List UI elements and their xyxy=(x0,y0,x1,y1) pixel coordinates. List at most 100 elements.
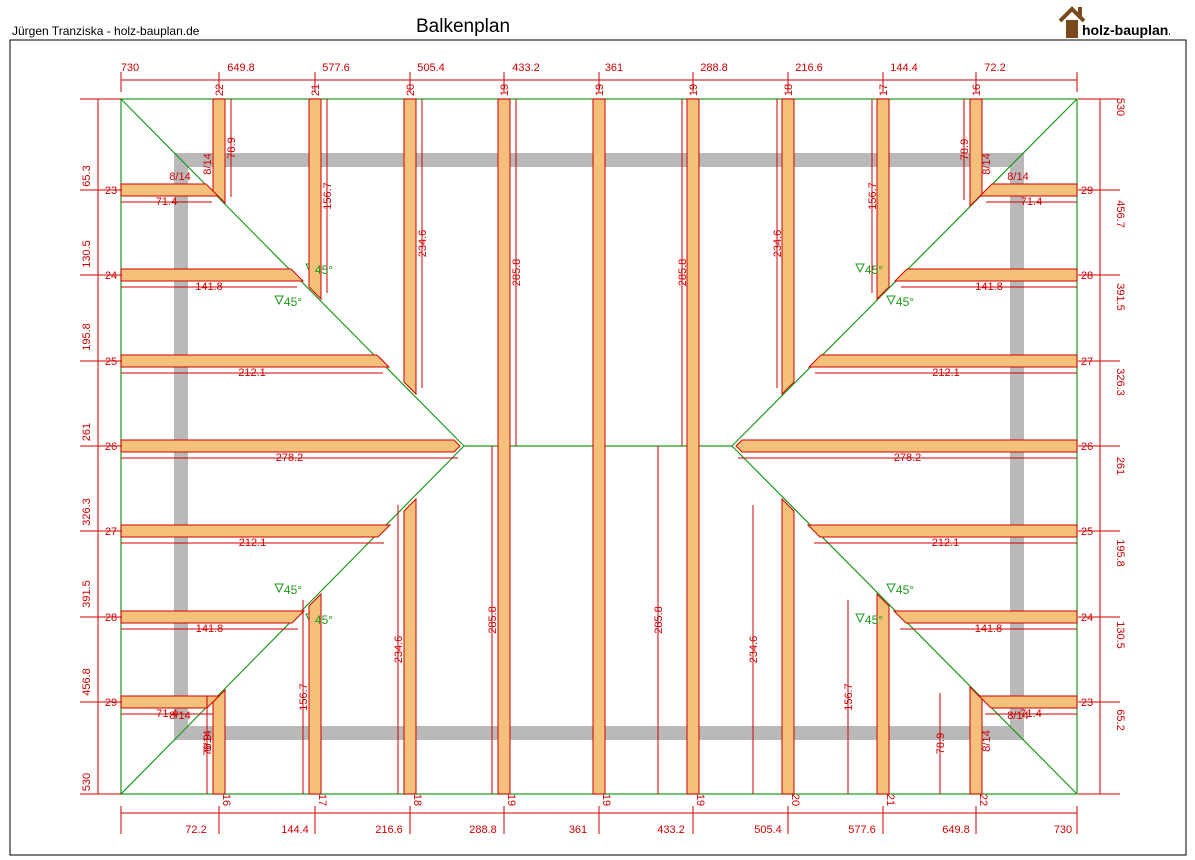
top-dimension-label: 577.6 xyxy=(322,62,350,74)
top-dimension-label: 288.8 xyxy=(700,62,728,74)
jack-rafter-right xyxy=(977,695,1078,709)
rafter-length-label: 141.8 xyxy=(195,281,223,293)
rafter-number: 25 xyxy=(105,356,117,368)
rafter-number: 29 xyxy=(1081,185,1093,197)
logo: holz-bauplan.de xyxy=(1058,6,1170,38)
angle-label: 45° xyxy=(315,613,333,627)
angle-label: 45° xyxy=(284,583,302,597)
jack-rafter-top xyxy=(876,98,890,301)
jack-rafter-top xyxy=(403,98,417,396)
rafter-length-label: 156.7 xyxy=(322,182,334,210)
left-dimension-label: 456.8 xyxy=(81,668,93,696)
rafter-number: 27 xyxy=(105,526,117,538)
bottom-dimension-label: 433.2 xyxy=(657,824,685,836)
rafter-number: 16 xyxy=(971,84,983,96)
rafter-length-label: 78.9 xyxy=(935,733,947,754)
left-dimension-label: 65.3 xyxy=(81,165,93,186)
bottom-dimension-label: 505.4 xyxy=(754,824,782,836)
rafter-number: 19 xyxy=(694,794,706,806)
rafter-length-label: 285.8 xyxy=(653,606,665,634)
rafter-number: 20 xyxy=(789,794,801,806)
page-title: Balkenplan xyxy=(416,16,511,37)
rafter-length-label: 78.9 xyxy=(226,137,238,158)
common-rafter xyxy=(497,98,511,795)
angle-marker xyxy=(886,583,896,594)
rafter-length-label: 212.1 xyxy=(932,537,960,549)
jack-rafter-top xyxy=(308,98,322,301)
jack-rafter-left xyxy=(120,268,305,282)
rafter-number: 25 xyxy=(1081,526,1093,538)
rafter-length-label: 71.4 xyxy=(1020,708,1041,720)
angle-label: 45° xyxy=(865,613,883,627)
right-dimension-label: 261 xyxy=(1114,457,1126,475)
section-label: 8/14 xyxy=(169,171,190,183)
left-dimension-label: 130.5 xyxy=(81,240,93,268)
jack-rafter-right xyxy=(978,183,1078,197)
angle-marker xyxy=(886,295,896,306)
rafter-length-label: 141.8 xyxy=(975,623,1003,635)
jack-rafter-left xyxy=(120,695,221,709)
top-dimension-label: 72.2 xyxy=(984,62,1005,74)
section-label: 8/14 xyxy=(981,730,993,751)
rafter-number: 28 xyxy=(105,612,117,624)
rafter-length-label: 141.8 xyxy=(975,281,1003,293)
bottom-dimension-label: 216.6 xyxy=(375,824,403,836)
bottom-dimension-label: 577.6 xyxy=(848,824,876,836)
rafter-length-label: 156.7 xyxy=(867,182,879,210)
bottom-dimension-label: 288.8 xyxy=(469,824,497,836)
rafter-length-label: 156.7 xyxy=(843,683,855,711)
common-rafter xyxy=(592,98,606,795)
jack-rafter-bottom xyxy=(212,688,226,795)
rafter-number: 26 xyxy=(105,441,117,453)
jack-rafter-right xyxy=(807,354,1078,368)
author-credit: Jürgen Tranziska - holz-bauplan.de xyxy=(12,24,200,38)
left-dimension-label: 530 xyxy=(81,773,93,791)
section-label: 8/14 xyxy=(202,153,214,174)
rafter-number: 17 xyxy=(316,794,328,806)
jack-rafter-bottom xyxy=(403,497,417,795)
rafter-number: 19 xyxy=(594,84,606,96)
rafter-number: 18 xyxy=(783,84,795,96)
rafter-number: 24 xyxy=(105,270,117,282)
logo-text: holz-bauplan.de xyxy=(1082,22,1170,38)
rafter-length-label: 141.8 xyxy=(196,623,224,635)
rafter-length-label: 78.9 xyxy=(959,139,971,160)
rafter-number: 16 xyxy=(220,794,232,806)
top-dimension-label: 433.2 xyxy=(512,62,540,74)
rafter-length-label: 234.6 xyxy=(417,230,429,258)
hip-end-rafter-right xyxy=(735,439,1078,453)
right-dimension-label: 530 xyxy=(1114,98,1126,116)
rafter-length-label: 212.1 xyxy=(239,537,267,549)
top-dimension-label: 361 xyxy=(605,62,623,74)
rafters xyxy=(120,98,1078,795)
rafter-number: 21 xyxy=(884,794,896,806)
angle-label: 45° xyxy=(865,263,883,277)
bottom-dimension-label: 144.4 xyxy=(281,824,309,836)
jack-rafter-bottom xyxy=(308,592,322,795)
left-dimension-label: 195.8 xyxy=(81,323,93,351)
rafter-number: 20 xyxy=(405,84,417,96)
jack-rafter-left xyxy=(120,183,220,197)
bottom-dimension-label: 730 xyxy=(1054,824,1072,836)
rafter-length-label: 234.6 xyxy=(772,230,784,258)
right-dimension-label: 456.7 xyxy=(1114,200,1126,228)
rafter-length-label: 71.4 xyxy=(156,196,177,208)
dimension-lines xyxy=(80,72,1120,834)
top-dimension-label: 144.4 xyxy=(890,62,918,74)
right-dimension-label: 391.5 xyxy=(1114,283,1126,311)
rafter-number: 19 xyxy=(505,794,517,806)
section-label: 8/14 xyxy=(1007,171,1028,183)
rafter-number: 21 xyxy=(310,84,322,96)
section-label: 8/14 xyxy=(202,730,214,751)
bottom-dimension-label: 361 xyxy=(569,824,587,836)
bottom-dimension-label: 72.2 xyxy=(185,824,206,836)
rafter-length-label: 234.6 xyxy=(748,636,760,664)
rafter-length-label: 71.4 xyxy=(1021,196,1042,208)
left-dimension-label: 391.5 xyxy=(81,580,93,608)
house-logo-icon xyxy=(1058,6,1086,38)
rafter-length-label: 285.8 xyxy=(487,606,499,634)
jack-rafter-bottom xyxy=(969,685,983,795)
right-dimension-label: 195.8 xyxy=(1114,539,1126,567)
rafter-number: 23 xyxy=(1081,697,1093,709)
